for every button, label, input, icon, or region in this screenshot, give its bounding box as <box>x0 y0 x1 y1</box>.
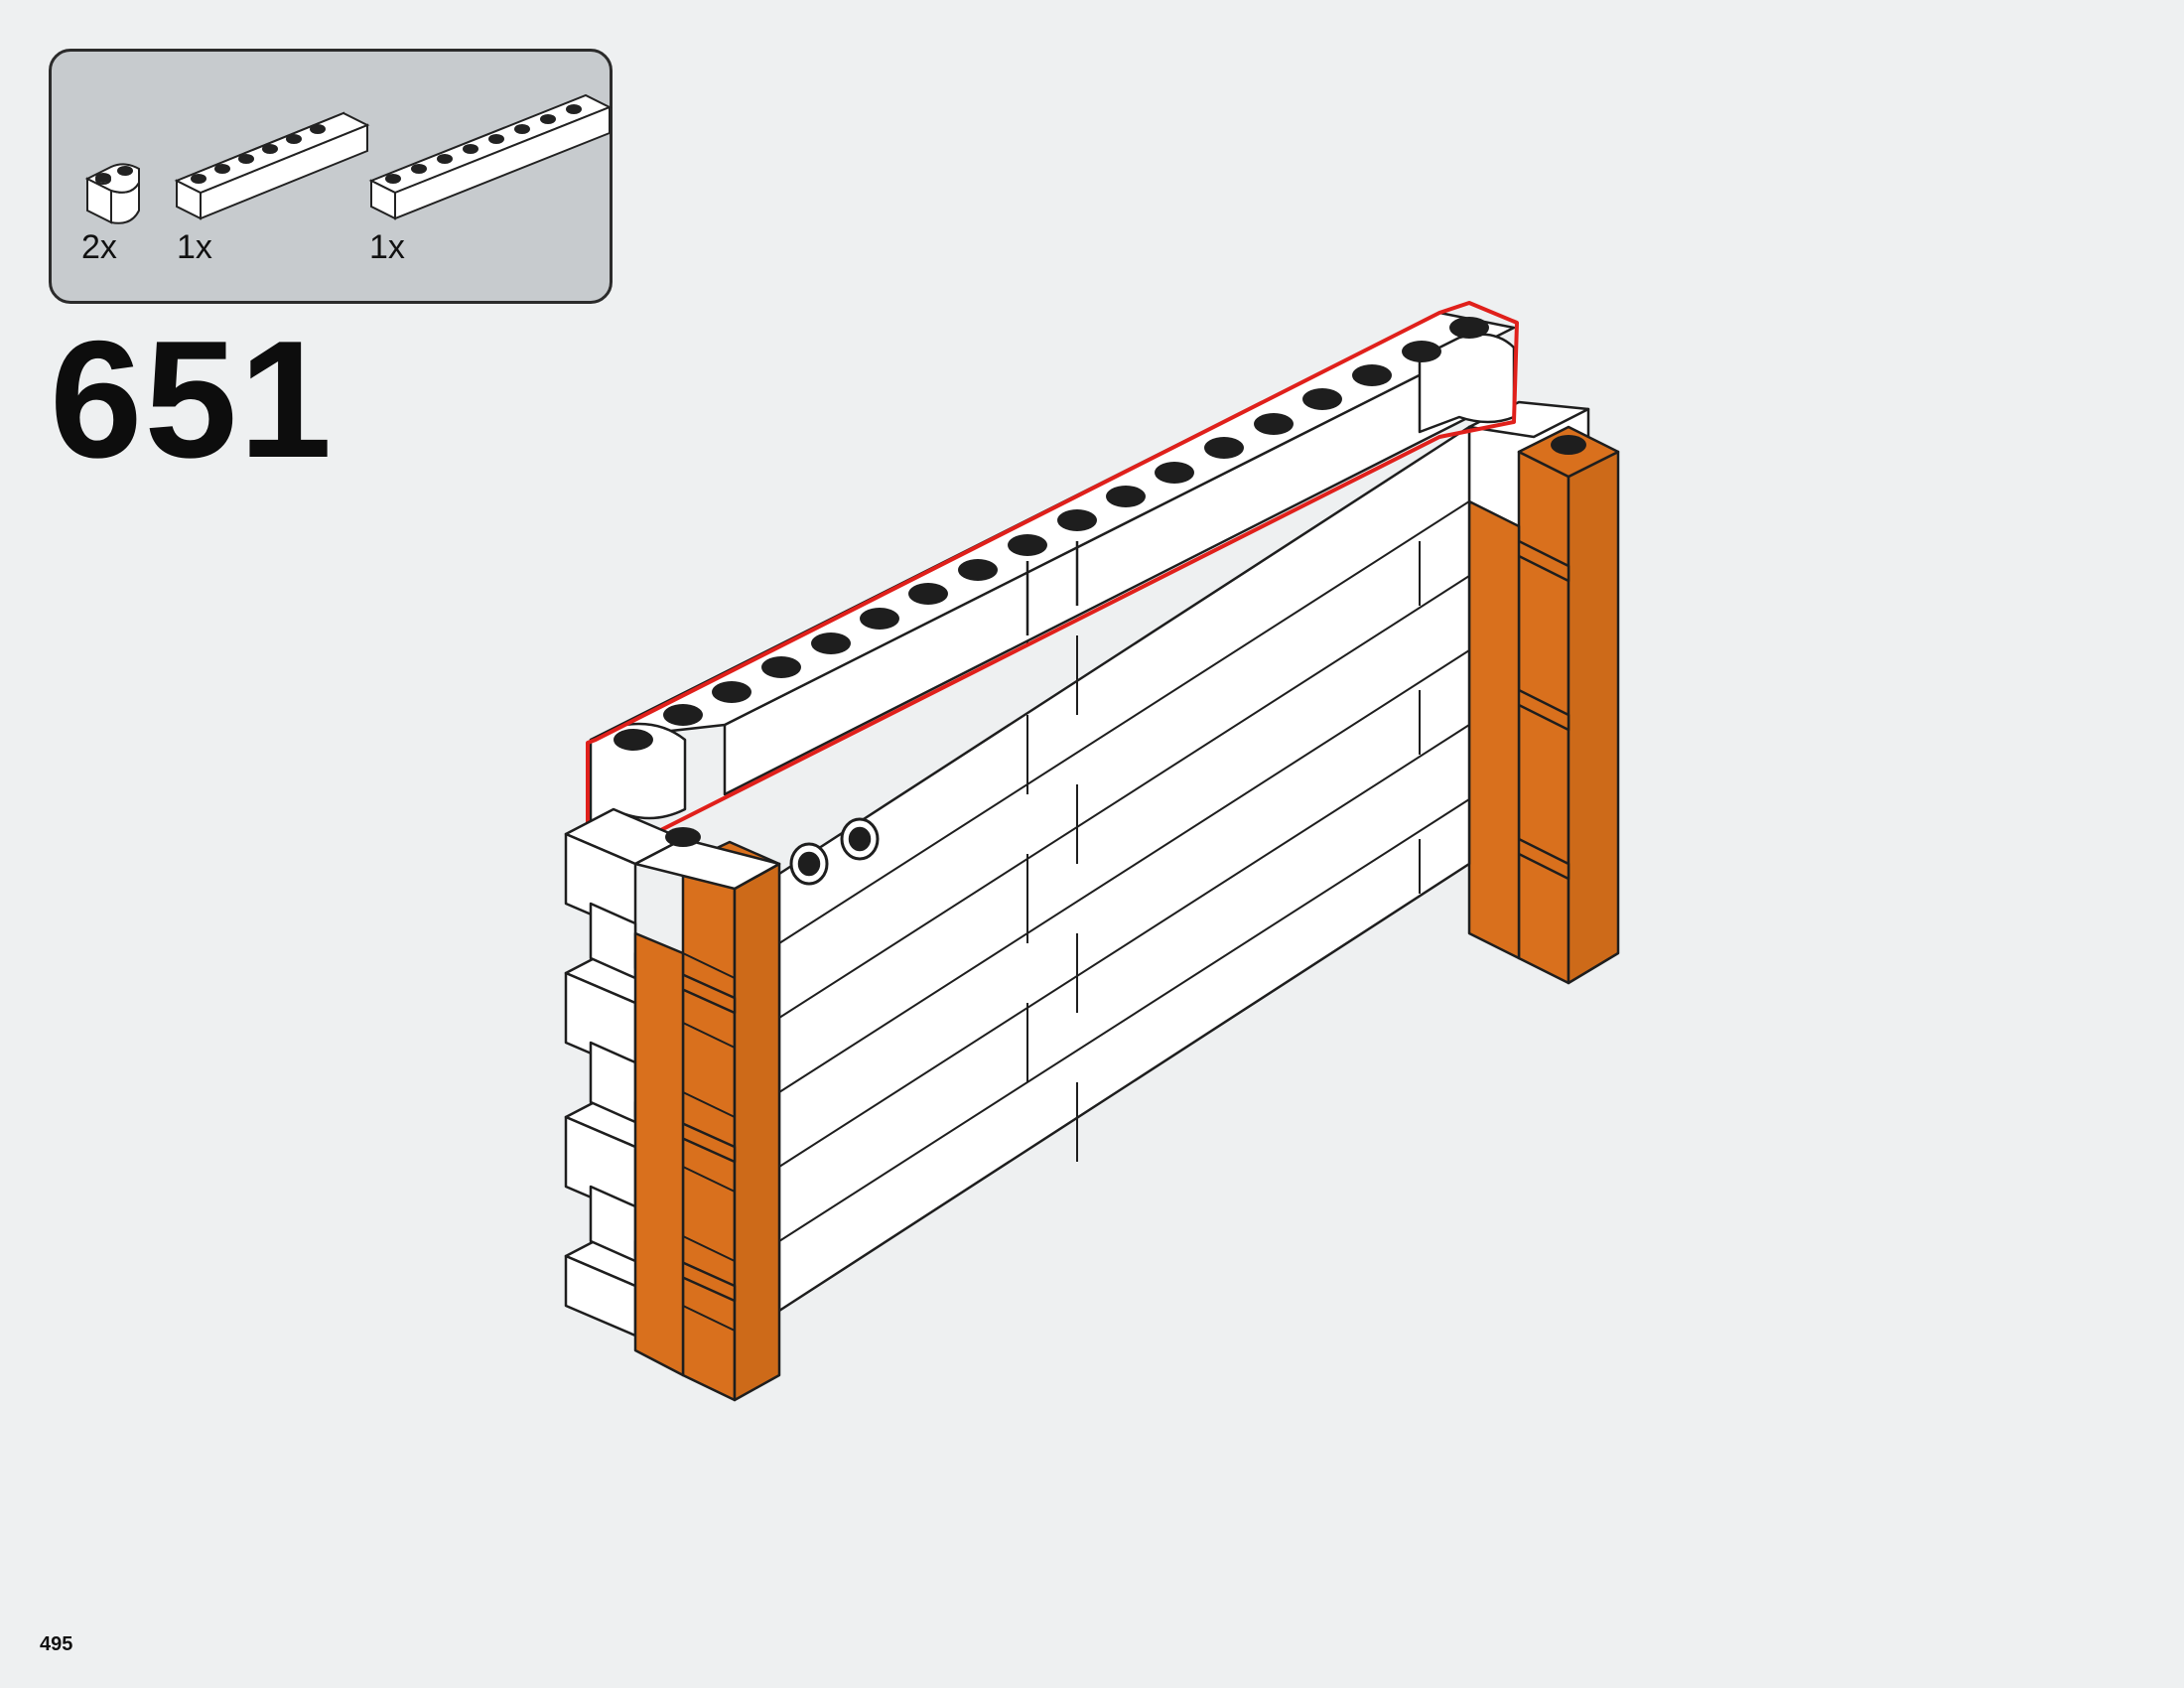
part-1x6-brick <box>174 111 370 220</box>
parts-list-panel: 2x 1x 1x <box>49 49 613 304</box>
left-column-side <box>733 862 781 1402</box>
left-top-ledge <box>633 837 781 891</box>
left-column-brick-face <box>633 931 685 1377</box>
page-number: 495 <box>40 1633 73 1655</box>
part-1x8-brick <box>368 93 613 220</box>
stud <box>1551 435 1586 455</box>
part-round-corner-brick <box>84 163 140 224</box>
stud <box>665 827 701 847</box>
right-column-brick-side <box>1467 499 1521 960</box>
new-round-corner-left <box>589 722 687 831</box>
parts-illustration <box>84 93 613 224</box>
part-quantity: 1x <box>177 228 212 266</box>
step-number: 651 <box>50 306 335 492</box>
part-quantity: 1x <box>369 228 405 266</box>
technic-holes <box>789 817 880 886</box>
right-column-side <box>1567 450 1620 985</box>
part-quantity: 2x <box>81 228 117 266</box>
top-course-studs <box>614 317 1489 751</box>
